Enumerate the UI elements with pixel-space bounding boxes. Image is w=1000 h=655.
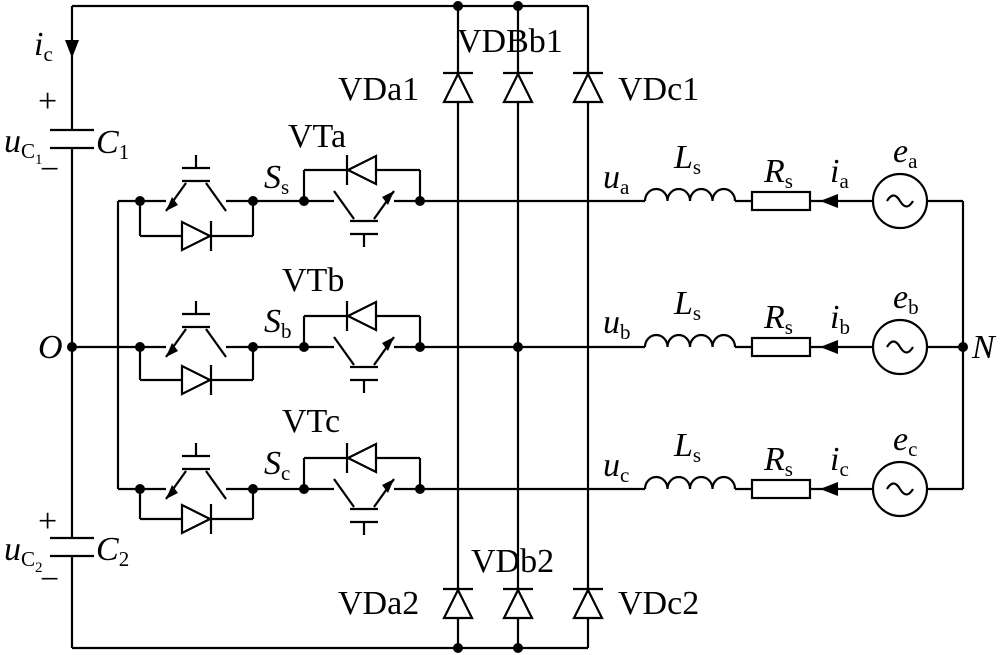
svg-text:Ls: Ls [673, 139, 701, 179]
rs-a-resistor-icon [750, 190, 812, 212]
svg-text:VDb2: VDb2 [471, 543, 554, 580]
svg-text:Ls: Ls [673, 427, 701, 467]
svg-text:+: + [38, 503, 57, 540]
left-switch-b-icon [164, 299, 228, 359]
svg-text:Sc: Sc [264, 445, 290, 485]
eb-source-icon [871, 318, 929, 376]
vdb2-diode-icon [501, 585, 535, 623]
node-n [958, 342, 968, 352]
ls-b-inductor-icon [643, 333, 737, 349]
svg-text:−: − [40, 561, 59, 598]
svg-text:C1: C1 [96, 124, 129, 164]
phase-a-row [135, 153, 963, 253]
svg-text:ic: ic [830, 441, 849, 481]
vda1-diode-icon [441, 69, 475, 107]
left-switch-a-icon [164, 153, 228, 213]
phase-c-row [135, 441, 963, 537]
vda2-diode-icon [441, 585, 475, 623]
ec-source-icon [871, 460, 929, 518]
svg-text:ub: ub [603, 304, 631, 344]
svg-text:ia: ia [830, 153, 849, 193]
svg-text:VDc1: VDc1 [618, 71, 699, 108]
vtc-igbt-icon [332, 477, 396, 537]
ic-phase-arrow-icon [820, 482, 838, 496]
svg-text:ea: ea [893, 133, 918, 173]
svg-text:C2: C2 [96, 531, 129, 571]
svg-text:VTa: VTa [288, 118, 346, 155]
svg-text:uc: uc [603, 447, 629, 487]
svg-text:N: N [971, 329, 997, 366]
svg-text:O: O [38, 329, 63, 366]
ic-arrow-icon [65, 40, 79, 58]
svg-text:ib: ib [830, 299, 850, 339]
svg-text:−: − [40, 151, 59, 188]
svg-text:uC2: uC2 [4, 531, 43, 576]
ea-source-icon [871, 172, 929, 230]
phase-b-row [135, 299, 963, 397]
svg-text:eb: eb [893, 279, 919, 319]
ib-arrow-icon [820, 340, 838, 354]
svg-text:Rs: Rs [763, 299, 793, 339]
svg-text:VTc: VTc [282, 403, 340, 440]
svg-text:VDc2: VDc2 [618, 585, 699, 622]
vta-igbt-icon [332, 189, 396, 249]
svg-text:ic: ic [34, 26, 53, 66]
svg-text:Rs: Rs [763, 441, 793, 481]
svg-text:VDa1: VDa1 [338, 71, 419, 108]
labels: ic + − uC1 C1 O + − uC2 C2 VTa VTb VTc S… [4, 23, 997, 622]
ls-a-inductor-icon [643, 187, 737, 203]
svg-text:+: + [38, 83, 57, 120]
svg-text:ec: ec [893, 421, 917, 461]
ls-c-inductor-icon [643, 475, 737, 491]
rs-c-resistor-icon [750, 478, 812, 500]
rs-b-resistor-icon [750, 336, 812, 358]
vtb-igbt-icon [332, 335, 396, 395]
svg-text:Ls: Ls [673, 285, 701, 325]
svg-text:VDa2: VDa2 [338, 585, 419, 622]
left-switch-c-icon [164, 441, 228, 501]
svg-text:VTb: VTb [282, 262, 344, 299]
ia-arrow-icon [820, 194, 838, 208]
svg-text:uC1: uC1 [4, 123, 43, 168]
svg-text:Rs: Rs [763, 153, 793, 193]
vdc2-diode-icon [571, 585, 605, 623]
svg-text:Ss: Ss [264, 159, 289, 199]
vdb1-diode-icon [501, 69, 535, 107]
vdc1-diode-icon [571, 69, 605, 107]
svg-text:ua: ua [603, 159, 630, 199]
diode-bridge [441, 1, 605, 653]
svg-text:Sb: Sb [264, 303, 292, 343]
svg-text:VDBb1: VDBb1 [457, 23, 563, 60]
